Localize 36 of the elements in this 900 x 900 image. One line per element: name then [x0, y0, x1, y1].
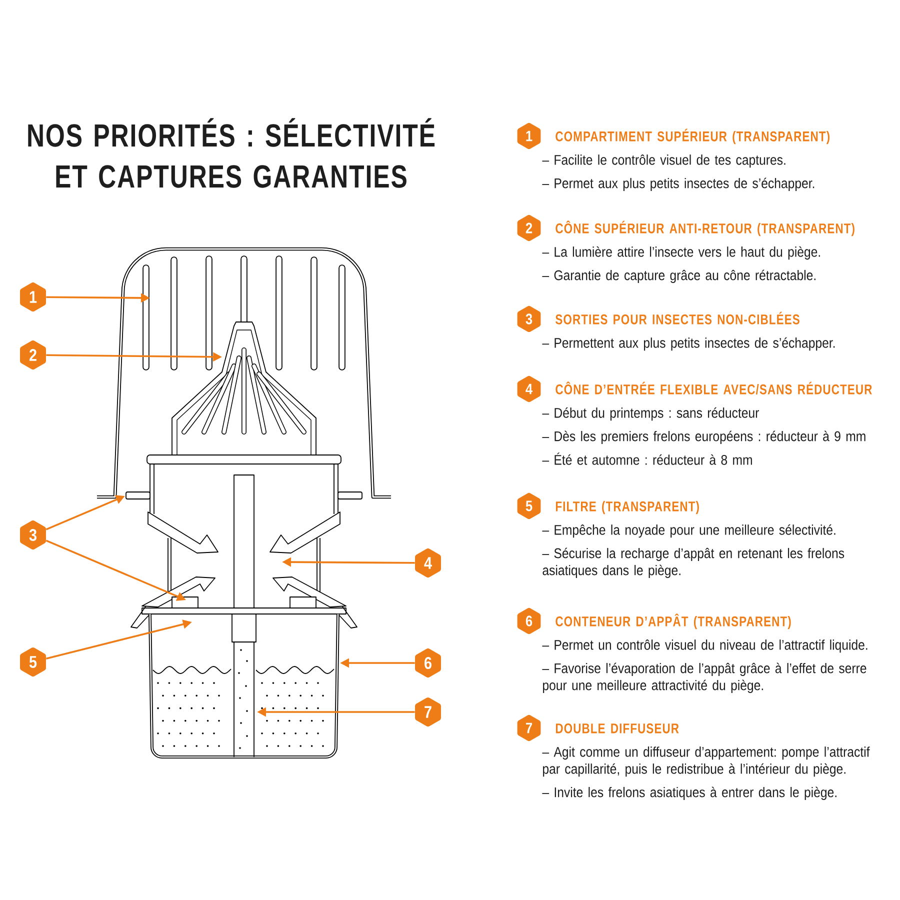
- bullet-text: – Dès les premiers frelons européens : réducteur à 9 mm: [542, 430, 866, 444]
- bullet-text: – Garantie de capture grâce au cône rétractable.: [542, 270, 816, 283]
- title: NOS PRIORITÉS : SÉLECTIVITÉ ET CAPTURES GARANTIES: [28, 118, 435, 188]
- bullet-text: – Permet aux plus petits insectes de s’échapper.: [542, 178, 814, 191]
- number-hexagon: 2: [20, 340, 46, 370]
- bullet-text: – Début du printemps : sans réducteur: [542, 407, 759, 421]
- number-hexagon: 6: [415, 648, 441, 678]
- bullet-text: – La lumière attire l’insecte vers le haut du piège.: [542, 246, 820, 260]
- heading: COMPARTIMENT SUPÉRIEUR (TRANSPARENT): [556, 128, 830, 144]
- heading: CÔNE SUPÉRIEUR ANTI-RETOUR (TRANSPARENT): [556, 220, 854, 236]
- bullet-text: – Favorise l’évaporation de l’appât grâce à l’effet de serre pour une meilleure attractivité du piège.: [542, 662, 866, 693]
- number-hexagon: 7: [517, 714, 541, 742]
- number-hexagon: 6: [517, 608, 541, 634]
- number-hexagon: 4: [415, 548, 441, 578]
- number-hexagon: 7: [415, 697, 441, 727]
- heading: DOUBLE DIFFUSEUR: [556, 723, 679, 734]
- bullet-text: – Invite les frelons asiatiques à entrer dans le piège.: [542, 786, 836, 800]
- bullet-text: – Empêche la noyade pour une meilleure sélectivité.: [542, 524, 836, 538]
- bullet-text: – Sécurise la recharge d’appât en retenant les frelons asiatiques dans le piège.: [542, 548, 844, 578]
- bullet-text: – Facilite le contrôle visuel de tes captures.: [542, 154, 786, 168]
- number-hexagon: 5: [517, 492, 541, 520]
- heading: FILTRE (TRANSPARENT): [556, 501, 699, 514]
- number-hexagon: 5: [20, 647, 46, 677]
- heading: SORTIES POUR INSECTES NON-CIBLÉES: [556, 312, 800, 324]
- number-hexagon: 3: [517, 306, 541, 332]
- number-hexagon: 2: [517, 214, 541, 242]
- bullet-text: – Été et automne : réducteur à 8 mm: [542, 452, 752, 465]
- heading: CÔNE D’ENTRÉE FLEXIBLE AVEC/SANS RÉDUCTEUR: [556, 382, 872, 394]
- bullet-text: – Permettent aux plus petits insectes de s’échapper.: [542, 337, 835, 351]
- number-hexagon: 3: [20, 520, 46, 550]
- bullet-text: – Agit comme un diffuseur d’appartement: pompe l’attractif par capillarité, puis le redistribue à l’intérieur du piège.: [542, 746, 870, 777]
- number-hexagon: 1: [517, 122, 541, 150]
- number-hexagon: 4: [517, 376, 541, 402]
- number-hexagon: 1: [20, 282, 46, 312]
- bullet-text: – Permet un contrôle visuel du niveau de l’attractif liquide.: [542, 640, 868, 653]
- heading: CONTENEUR D’APPÂT (TRANSPARENT): [556, 614, 791, 630]
